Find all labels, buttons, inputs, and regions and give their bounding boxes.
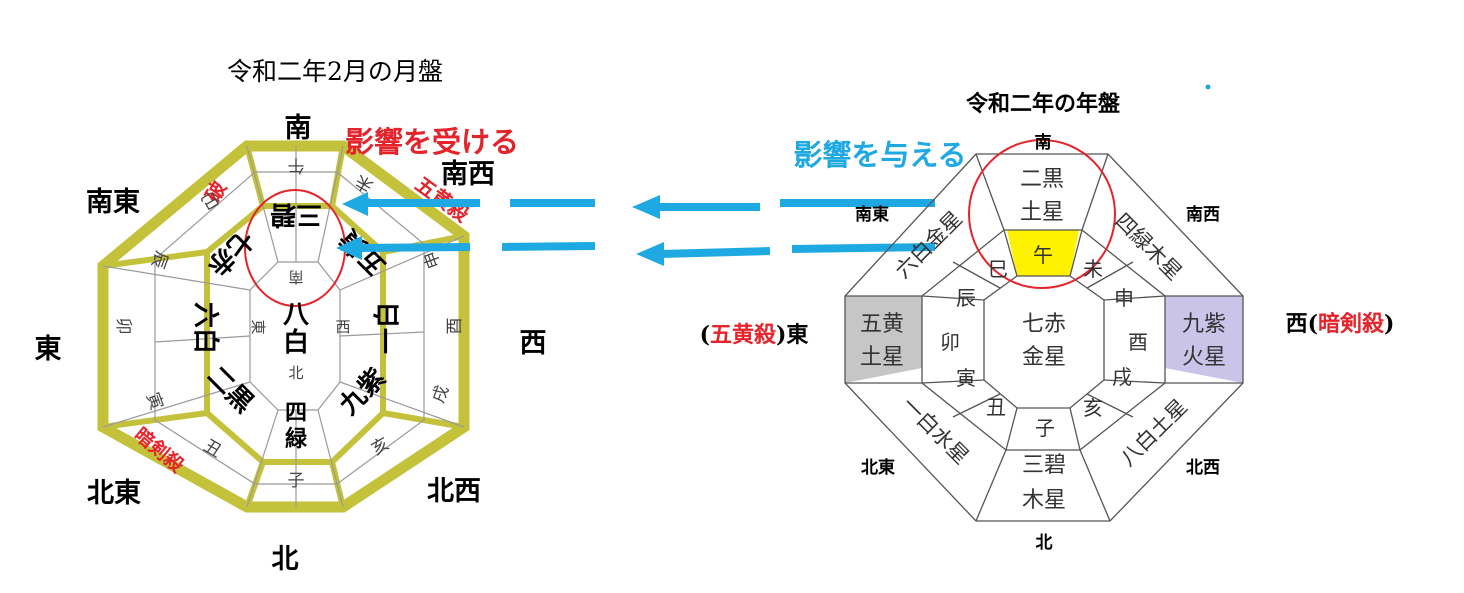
left-branch-s-outer: 午: [288, 155, 305, 175]
right-branch-se-b: 巳: [988, 257, 1008, 281]
right-west-label: 西(暗剣殺): [1286, 311, 1395, 337]
right-east-label: (五黄殺)東: [700, 322, 809, 348]
right-influence-label: 影響を与える: [793, 138, 966, 172]
left-branch-w-inner: 西: [335, 318, 350, 336]
right-star-east-1: 五黄: [860, 312, 904, 337]
left-branch-sw-b: 申: [421, 248, 446, 271]
influence-arrows: 影響を与える: [336, 138, 967, 266]
right-star-north-2: 木星: [1022, 488, 1066, 513]
left-branch-ne-a: 寅: [142, 390, 167, 413]
right-star-south-1: 二黒: [1020, 167, 1064, 192]
right-branch-nw-b: 亥: [1083, 396, 1103, 420]
arrow-bottom-dash-3: [659, 247, 771, 258]
left-branch-nw-b: 亥: [368, 434, 393, 460]
right-star-west-1: 九紫: [1182, 312, 1226, 337]
left-branch-nw-a: 戌: [429, 383, 454, 406]
arrow-bottom-head-left: [336, 236, 362, 260]
arrow-top-head-left: [342, 192, 368, 216]
left-influence-label: 影響を受ける: [345, 125, 519, 159]
right-west-cell-fill: [1165, 296, 1243, 383]
blue-dot: [1205, 84, 1211, 90]
right-south-branch-fill: [1007, 230, 1079, 276]
right-chart-title: 令和二年の年盤: [966, 91, 1121, 117]
right-south-highlight-circle: [968, 139, 1116, 289]
arrow-top-head-mid: [632, 195, 660, 219]
left-chart: 令和二年2月の月盤: [35, 57, 547, 575]
right-star-southwest: 四緑木星: [1110, 209, 1186, 285]
left-star-center-1: 八: [283, 300, 310, 330]
left-dir-north: 北: [272, 544, 299, 575]
arrow-bottom-head-mid: [636, 242, 664, 266]
right-dir-southeast: 南東: [855, 204, 889, 225]
left-branch-e-inner: 東: [249, 319, 267, 334]
arrow-bottom-dash-2: [501, 242, 596, 251]
left-branch-se-a: 辰: [147, 248, 172, 271]
left-branch-e-outer: 卯: [113, 318, 133, 335]
right-branch-s: 午: [1033, 243, 1053, 267]
arrow-bottom-dash-4: [791, 243, 936, 253]
right-star-west-2: 火星: [1182, 345, 1226, 370]
left-dir-south: 南: [285, 113, 312, 144]
right-star-northeast: 一白水星: [897, 393, 973, 469]
right-east-cell-fill: [845, 296, 922, 383]
right-branch-nw-a: 戌: [1112, 365, 1132, 389]
right-branch-sw-a: 未: [1083, 257, 1103, 281]
right-chart: 令和二年の年盤: [700, 84, 1395, 553]
right-branch-ne-a: 寅: [956, 366, 976, 390]
left-dir-west: 西: [520, 328, 547, 359]
right-star-center-2: 金星: [1022, 345, 1066, 370]
left-dir-southeast: 南東: [86, 187, 140, 218]
left-star-north-2: 緑: [285, 426, 308, 452]
left-star-south: 三碧: [270, 199, 322, 229]
right-branch-n: 子: [1035, 416, 1055, 440]
arrow-bottom-dash-1: [357, 243, 471, 252]
right-dir-northeast: 北東: [861, 457, 895, 478]
right-star-northwest: 八白土星: [1116, 395, 1192, 471]
right-dir-southwest: 南西: [1186, 204, 1220, 225]
left-branch-ne-b: 丑: [200, 436, 225, 462]
left-dir-northwest: 北西: [427, 476, 481, 507]
right-branch-ne-b: 丑: [986, 395, 1006, 419]
left-chart-title: 令和二年2月の月盤: [227, 57, 443, 86]
right-branch-se-a: 辰: [956, 286, 976, 310]
right-dir-south: 南: [1035, 132, 1052, 153]
left-star-center-2: 白: [283, 327, 309, 358]
right-center-octagon: [983, 275, 1105, 409]
right-dir-north: 北: [1036, 533, 1053, 553]
right-star-east-2: 土星: [860, 345, 904, 370]
left-branch-w-outer: 酉: [445, 318, 465, 335]
left-branch-n-outer: 子: [288, 471, 305, 491]
right-star-center-1: 七赤: [1022, 312, 1066, 337]
left-branch-n-inner: 北: [288, 364, 303, 382]
left-star-west: 一白: [372, 302, 403, 354]
right-branch-sw-b: 申: [1114, 286, 1134, 310]
left-star-north-1: 四: [285, 400, 307, 426]
right-branch-e: 卯: [940, 330, 960, 354]
right-branch-w: 酉: [1128, 330, 1148, 354]
right-star-south-2: 土星: [1020, 200, 1064, 225]
left-dir-northeast: 北東: [87, 478, 141, 509]
left-star-east: 六白: [190, 302, 221, 354]
left-branch-s-inner: 南: [288, 268, 303, 286]
right-star-north-1: 三碧: [1022, 453, 1066, 478]
left-dir-east: 東: [35, 334, 62, 365]
right-dir-northwest: 北西: [1186, 458, 1220, 478]
left-dir-southwest: 南西: [441, 159, 495, 190]
